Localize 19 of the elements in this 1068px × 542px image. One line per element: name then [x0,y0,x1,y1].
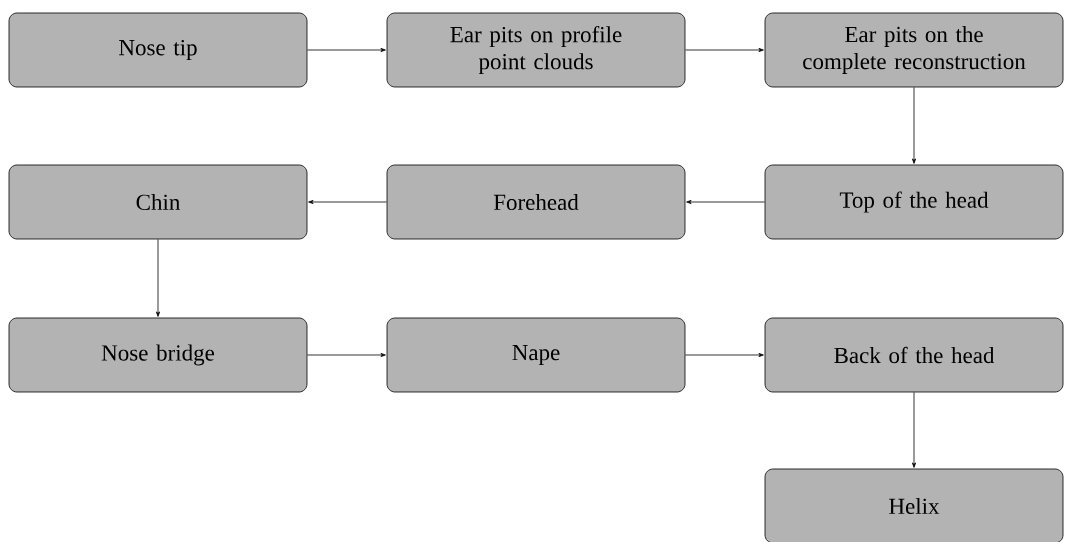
process-box: Ear pits on the complete reconstruction [764,12,1064,88]
arrow [912,87,916,164]
process-box: Nape [386,317,686,393]
arrow [307,48,386,52]
process-box: Nose bridge [8,317,308,393]
arrow [308,200,387,204]
process-box: Nose tip [8,12,308,88]
arrow [685,48,764,52]
process-box: Ear pits on profile point clouds [386,12,686,88]
process-box: Top of the head [764,164,1064,240]
process-box: Helix [764,468,1064,542]
arrow [912,392,916,468]
process-box: Back of the head [764,317,1064,393]
arrow [307,353,386,357]
process-box: Forehead [386,164,686,240]
arrow [156,239,160,317]
arrow [685,353,764,357]
arrow [686,200,765,204]
process-box: Chin [8,164,308,240]
